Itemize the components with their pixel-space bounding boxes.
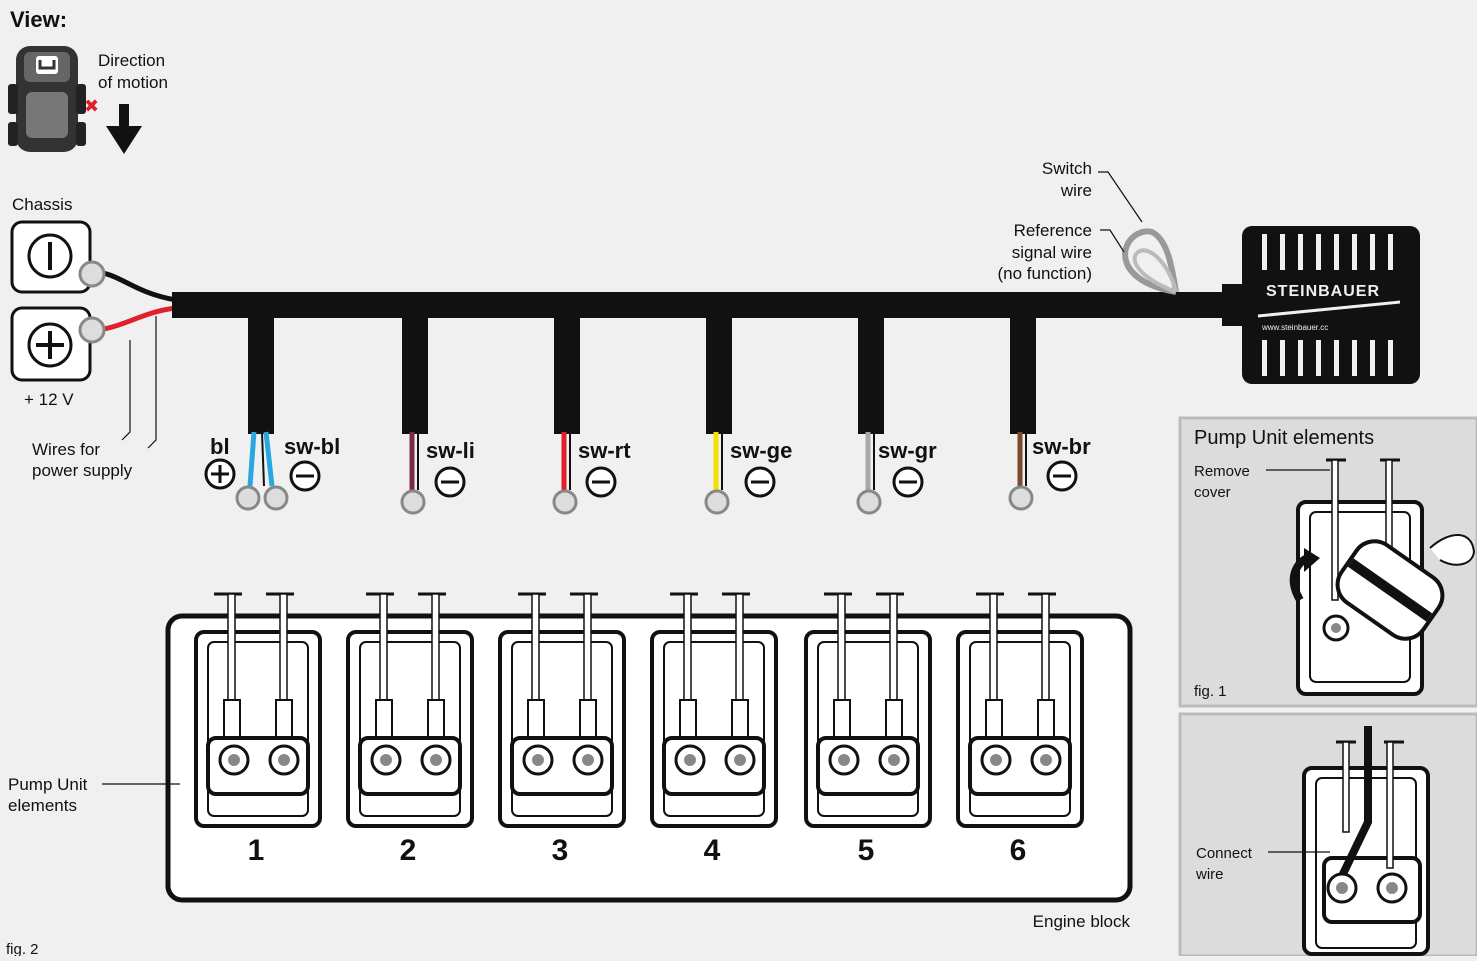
direction-label-line2: of motion [98,73,168,92]
engine-block-label: Engine block [1033,912,1131,931]
wires-label-line1: Wires for [32,440,100,459]
branch-4 [704,312,732,515]
direction-label-line1: Direction [98,51,165,70]
chassis-label: Chassis [12,195,72,214]
wire-label-sw-gr: sw-gr [878,438,937,463]
fig2-label: fig. 2 [6,941,39,956]
module-url: www.steinbauer.cc [1261,323,1328,332]
pump-unit-number-4: 4 [704,834,721,867]
direction-arrow-icon [106,104,142,154]
switch-wire-line1: Switch [1042,159,1092,178]
ground-ring-terminal [78,260,106,288]
minus-icon [1046,460,1078,492]
view-label: View: [10,7,67,32]
pump-unit-element-3 [498,592,626,828]
branch-5 [856,312,884,515]
pump-unit-number-5: 5 [858,834,875,867]
branch-1 [235,312,289,511]
wire-label-sw-br: sw-br [1032,434,1091,459]
pump-units [194,592,1084,828]
wires-label-line2: power supply [32,461,133,480]
pump-unit-number-1: 1 [248,834,265,867]
connect-wire-line1: Connect [1196,845,1253,862]
battery-plus-terminal [10,306,92,382]
inset1-title: Pump Unit elements [1194,427,1374,449]
wire-label-bl: bl [210,434,230,459]
pump-unit-number-3: 3 [552,834,569,867]
pump-unit-number-2: 2 [400,834,417,867]
switch-wire-line2: wire [1060,181,1092,200]
remove-cover-line2: cover [1194,484,1231,501]
main-harness [172,292,1230,318]
remove-cover-line1: Remove [1194,463,1250,480]
pump-unit-element-2 [346,592,474,828]
pump-unit-element-4 [650,592,778,828]
steinbauer-module: STEINBAUER www.steinbauer.cc [1242,226,1420,384]
minus-icon [585,466,617,498]
minus-icon [892,466,924,498]
vehicle-icon [8,46,86,152]
module-ribs-bottom [1262,340,1393,376]
pump-unit-element-6 [956,592,1084,828]
plus-icon [204,458,236,490]
inset-remove-cover: Pump Unit elements Remove cover fig. 1 [1178,416,1477,708]
position-mark-icon: ✖ [84,96,99,116]
reference-line1: Reference [1014,221,1092,240]
minus-icon [744,466,776,498]
minus-icon [434,466,466,498]
pump-unit-element-1 [194,592,322,828]
pump-unit-number-6: 6 [1010,834,1027,867]
pump-unit-label-line2: elements [8,796,77,815]
branch-6 [1008,312,1036,511]
wire-label-sw-rt: sw-rt [578,438,631,463]
module-ribs-top [1262,234,1393,270]
reference-line2: signal wire [1012,243,1092,262]
wire-label-sw-li: sw-li [426,438,475,463]
inset-connect-wire: Connect wire [1178,712,1477,958]
connect-wire-line2: wire [1195,866,1224,883]
chassis-ground-terminal [10,220,92,294]
branch-3 [552,312,580,515]
reference-line3: (no function) [998,264,1093,283]
pump-unit-element-5 [804,592,932,828]
positive-ring-terminal [78,316,106,344]
branch-2 [400,312,428,515]
minus-icon [289,460,321,492]
fig1-label: fig. 1 [1194,683,1227,700]
plus-12v-label: + 12 V [24,390,74,409]
reference-wire-loop [1122,228,1179,295]
wire-label-sw-bl: sw-bl [284,434,340,459]
pump-unit-label-line1: Pump Unit [8,775,88,794]
module-brand: STEINBAUER [1266,283,1380,300]
wire-label-sw-ge: sw-ge [730,438,792,463]
